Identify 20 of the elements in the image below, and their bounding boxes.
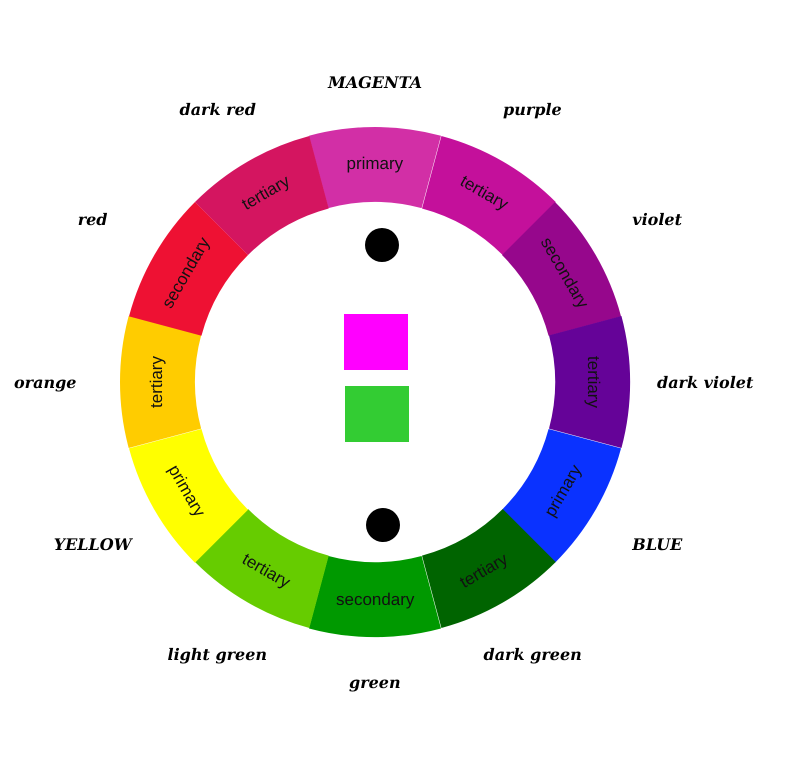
color-name-label: green bbox=[349, 672, 401, 692]
color-name-label: light green bbox=[168, 645, 268, 664]
color-name-label: MAGENTA bbox=[328, 72, 422, 92]
segment-label: tertiary bbox=[146, 356, 167, 408]
segment-label: primary bbox=[346, 154, 404, 174]
dot bbox=[366, 508, 400, 542]
color-name-label: violet bbox=[632, 210, 682, 228]
segment-label: tertiary bbox=[582, 356, 603, 408]
color-name-label: red bbox=[78, 210, 108, 228]
color-square bbox=[345, 386, 409, 442]
color-name-label: dark violet bbox=[657, 372, 754, 392]
color-name-label: BLUE bbox=[632, 535, 682, 554]
color-name-label: orange bbox=[14, 372, 76, 392]
color-square bbox=[344, 314, 408, 370]
dot bbox=[365, 228, 399, 262]
color-name-label: purple bbox=[503, 100, 562, 119]
color-name-label: dark green bbox=[484, 645, 582, 664]
color-name-label: YELLOW bbox=[54, 535, 132, 554]
color-name-label: dark red bbox=[180, 100, 256, 119]
segment-label: secondary bbox=[336, 590, 414, 610]
